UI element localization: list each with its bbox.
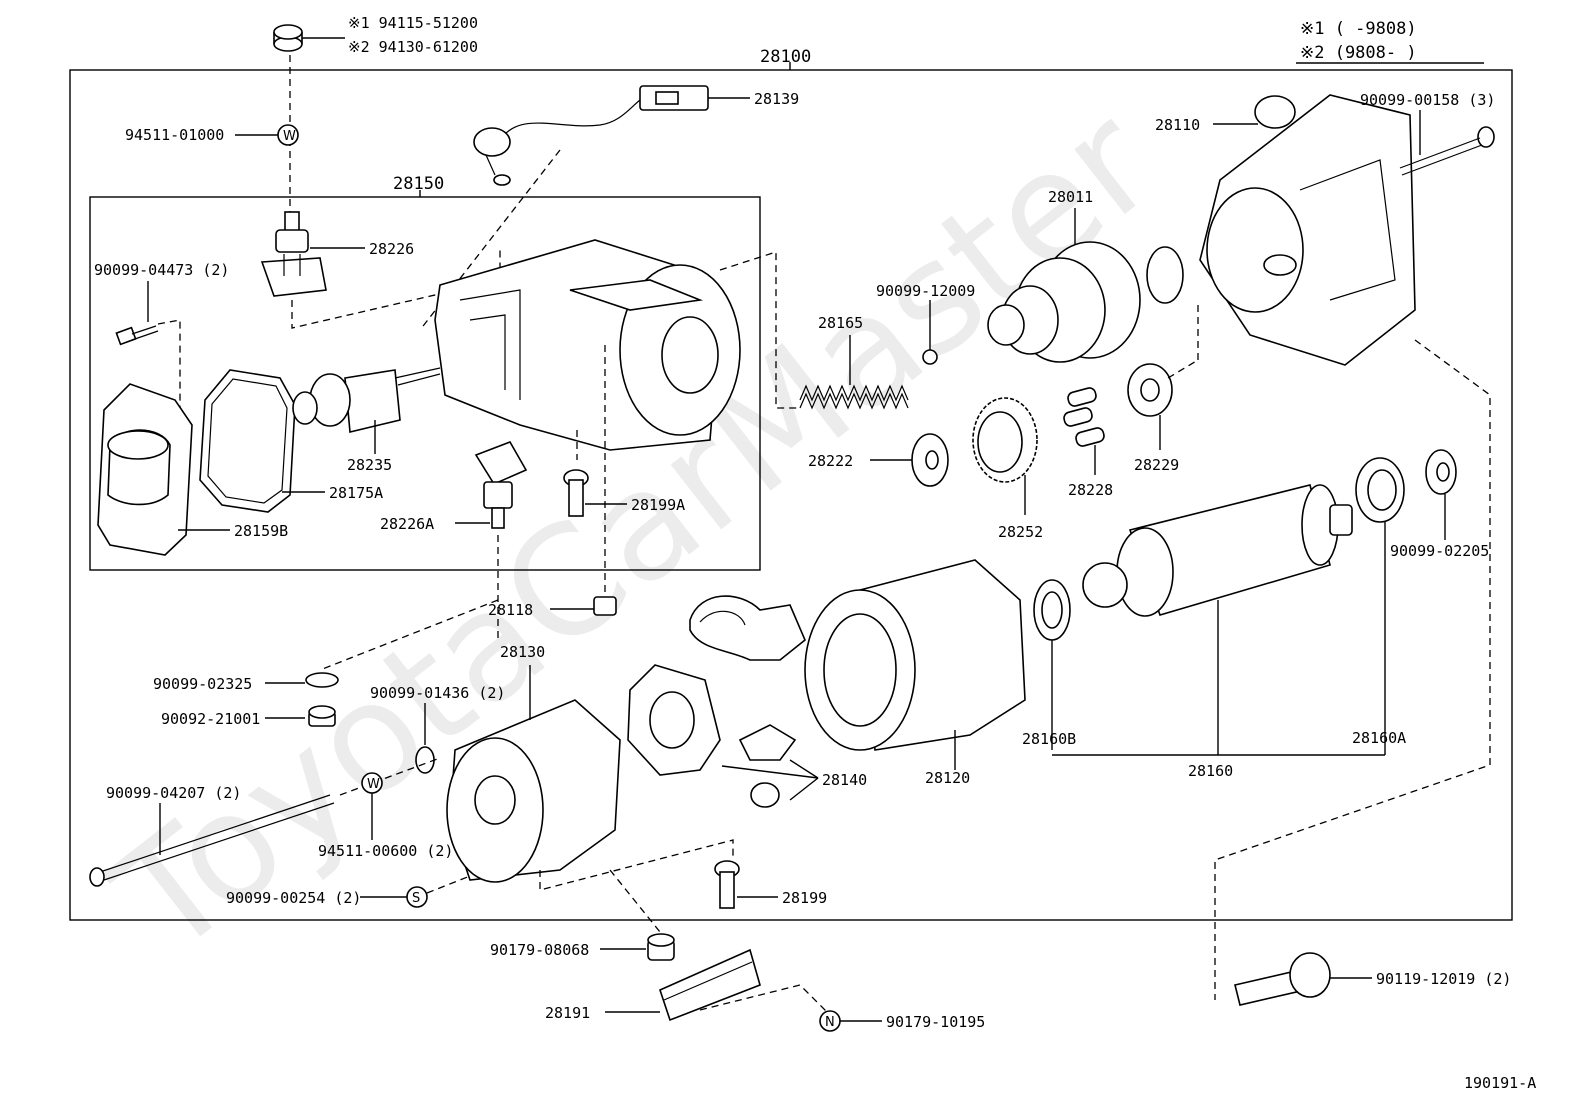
cover-plate-28191: [659, 948, 761, 1022]
label-28140: 28140: [822, 771, 867, 789]
label-90092-21001: 90092-21001: [161, 710, 260, 728]
label-90099-00254: 90099-00254 (2): [226, 889, 361, 907]
plunger: [292, 367, 441, 433]
idler-gear: [972, 397, 1038, 483]
label-28165: 28165: [818, 314, 863, 332]
screw-90099-04473: [115, 325, 159, 346]
washer-28222: [911, 433, 949, 487]
legend-row-1: ※1 ( -9808): [1300, 19, 1417, 39]
steel-ball: [922, 349, 938, 365]
label-28199A: 28199A: [631, 496, 685, 514]
label-28252: 28252: [998, 523, 1043, 541]
label-28228: 28228: [1068, 481, 1113, 499]
screw-28199A: [563, 469, 589, 517]
label-90119-12019: 90119-12019 (2): [1376, 970, 1511, 988]
label-28175A: 28175A: [329, 484, 383, 502]
label-28160B: 28160B: [1022, 730, 1076, 748]
switch-gasket: [199, 369, 296, 513]
field-frame: [689, 559, 1026, 751]
label-90099-02205: 90099-02205: [1390, 542, 1489, 560]
roller-retainer: [1127, 363, 1173, 417]
label-28120: 28120: [925, 769, 970, 787]
starter-clutch: [987, 241, 1184, 363]
label-90099-04473: 90099-04473 (2): [94, 261, 229, 279]
top-ref-alt1: ※1 94115-51200: [348, 14, 478, 32]
label-94511-01000: 94511-01000: [125, 126, 224, 144]
label-28229: 28229: [1134, 456, 1179, 474]
figure-id: 190191-A: [1464, 1074, 1536, 1092]
label-28130: 28130: [500, 643, 545, 661]
label-90099-02325: 90099-02325: [153, 675, 252, 693]
label-94511-00600: 94511-00600 (2): [318, 842, 453, 860]
label-28011: 28011: [1048, 188, 1093, 206]
washer-s-letter: S: [412, 891, 420, 906]
label-28235: 28235: [347, 456, 392, 474]
washer-w-letter: W: [283, 129, 296, 144]
starter-housing: [1199, 94, 1416, 366]
nut-n-letter: N: [825, 1015, 835, 1030]
nut-90092-21001: [308, 705, 336, 727]
switch-cover: [97, 383, 193, 556]
through-bolt-90099-04207: [89, 794, 335, 887]
label-28110: 28110: [1155, 116, 1200, 134]
bearing-28160B: [1033, 579, 1071, 641]
nut-90179-08068: [647, 933, 675, 961]
terminal-nut: ※1 94115-51200 ※2 94130-61200: [273, 14, 478, 56]
mounting-bolt-90119-12019: [1234, 952, 1331, 1006]
label-28160: 28160: [1188, 762, 1233, 780]
assembly-frame: [69, 69, 1513, 921]
brush-holder: [627, 664, 797, 808]
label-28139: 28139: [754, 90, 799, 108]
washer-90099-01436: [415, 746, 435, 774]
top-ref-alt2: ※2 94130-61200: [348, 38, 478, 56]
label-90099-01436: 90099-01436 (2): [370, 684, 505, 702]
spring: [799, 384, 909, 410]
label-28226: 28226: [369, 240, 414, 258]
assembly-main-label: 28100: [760, 47, 811, 67]
label-28159B: 28159B: [234, 522, 288, 540]
label-90099-12009: 90099-12009: [876, 282, 975, 300]
terminal-28226A: [474, 441, 528, 529]
part-28118: [593, 596, 617, 616]
washer-w-lower-letter: W: [367, 777, 380, 792]
label-28160A: 28160A: [1352, 729, 1406, 747]
end-frame: [446, 699, 621, 883]
terminal-bolt: [260, 211, 327, 297]
washer-90099-02205: [1425, 449, 1457, 495]
legend-row-2: ※2 (9808- ): [1300, 43, 1417, 63]
subassembly-frame: [89, 196, 761, 571]
washer-90099-02325: [305, 672, 339, 688]
solenoid-housing: [434, 239, 741, 451]
lead-wire: [473, 85, 750, 186]
through-bolt-90099-00158: [1399, 126, 1495, 176]
label-28118: 28118: [488, 601, 533, 619]
roller-set: [1063, 387, 1105, 447]
label-90099-00158: 90099-00158 (3): [1360, 91, 1495, 109]
label-90179-10195: 90179-10195: [886, 1013, 985, 1031]
label-90099-04207: 90099-04207 (2): [106, 784, 241, 802]
armature: [1082, 484, 1353, 617]
screw-28199: [714, 860, 740, 909]
subassembly-label: 28150: [393, 174, 444, 194]
bearing-28160A: [1355, 457, 1405, 523]
label-28222: 28222: [808, 452, 853, 470]
legend: ※1 ( -9808) ※2 (9808- ): [1296, 19, 1484, 64]
label-28226A: 28226A: [380, 515, 434, 533]
label-28191: 28191: [545, 1004, 590, 1022]
label-28199: 28199: [782, 889, 827, 907]
label-90179-08068: 90179-08068: [490, 941, 589, 959]
